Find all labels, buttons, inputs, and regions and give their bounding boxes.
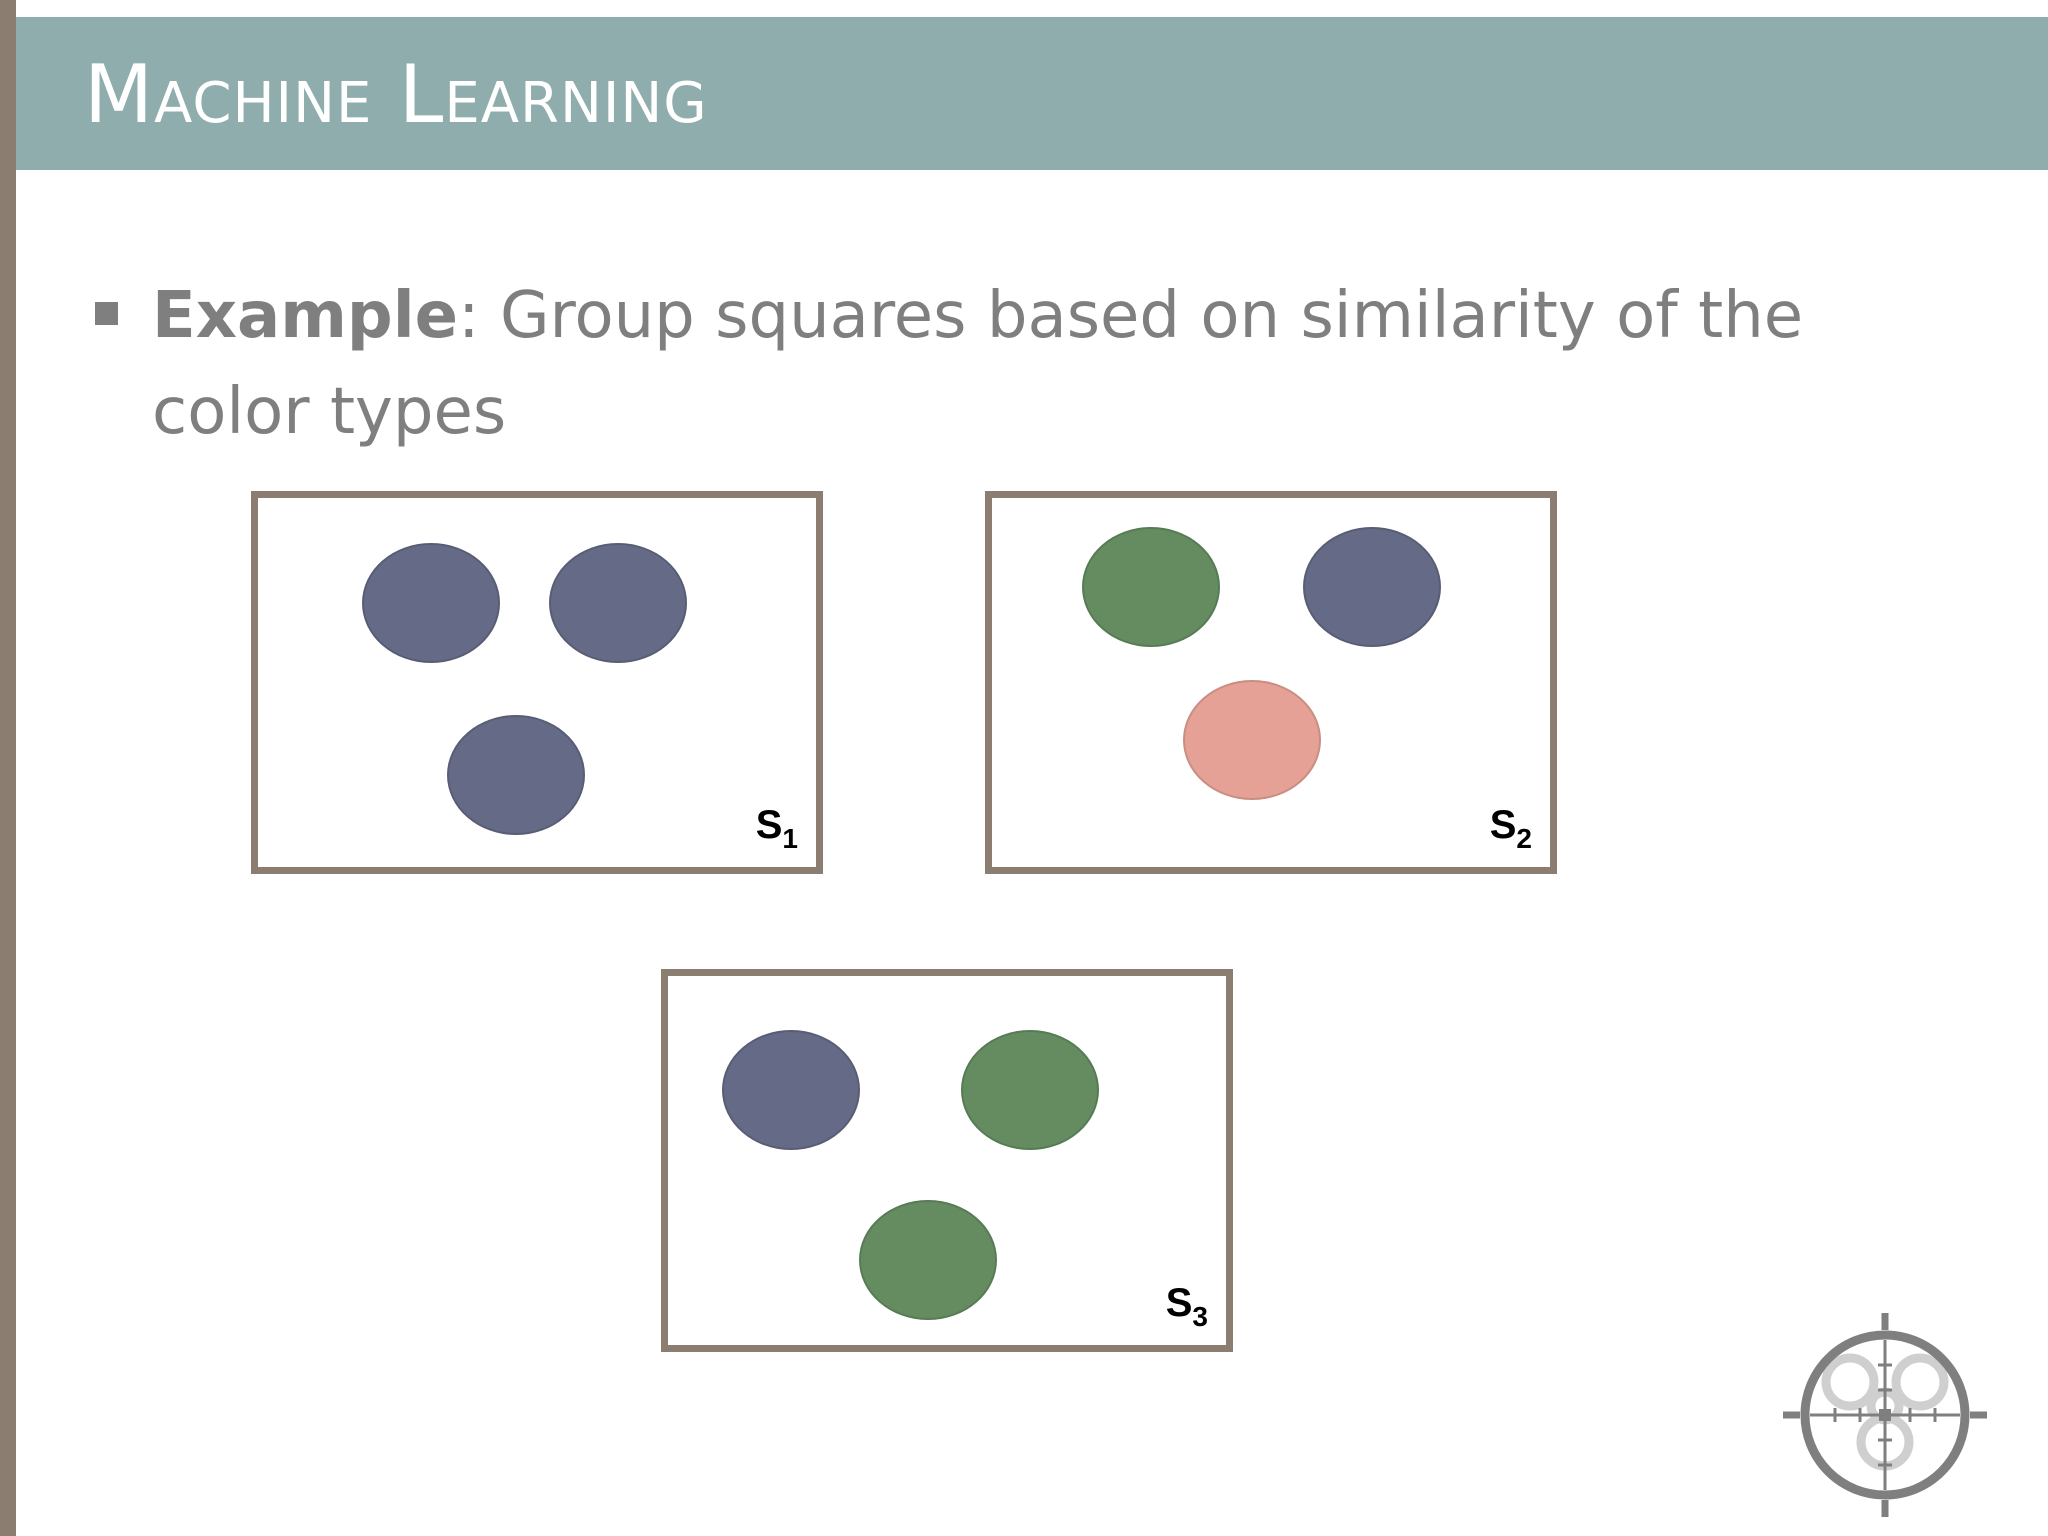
panel-s2: S2 — [985, 491, 1557, 874]
panel-s1: S1 — [251, 491, 823, 874]
dot — [1082, 527, 1220, 647]
panel-label-sub: 1 — [782, 823, 798, 854]
slide-title: Machine Learning — [84, 48, 708, 141]
bullet-body: Group squares based on similarity of the… — [152, 279, 1804, 449]
dot — [961, 1030, 1099, 1150]
bullet-text: Example: Group squares based on similari… — [152, 268, 1912, 460]
bullet-separator: : — [458, 279, 480, 353]
dot — [447, 715, 585, 835]
left-accent-bar — [0, 0, 16, 1536]
panel-label-main: S — [755, 803, 783, 847]
dot — [859, 1200, 997, 1320]
panel-label: S3 — [1166, 1281, 1208, 1339]
panel-label: S2 — [1490, 803, 1532, 861]
panel-s3: S3 — [661, 969, 1233, 1352]
dot — [362, 543, 500, 663]
panel-label-sub: 2 — [1516, 823, 1532, 854]
bullet-lead: Example — [152, 279, 459, 353]
dot — [549, 543, 687, 663]
title-bar — [16, 17, 2048, 170]
panel-label-main: S — [1165, 1281, 1193, 1325]
panel-label-sub: 3 — [1192, 1301, 1208, 1332]
dot — [722, 1030, 860, 1150]
panel-label-main: S — [1489, 803, 1517, 847]
panel-label: S1 — [756, 803, 798, 861]
dot — [1183, 680, 1321, 800]
bullet-square-icon — [95, 302, 118, 325]
dot — [1303, 527, 1441, 647]
crosshair-biohazard-icon — [1783, 1313, 1987, 1517]
